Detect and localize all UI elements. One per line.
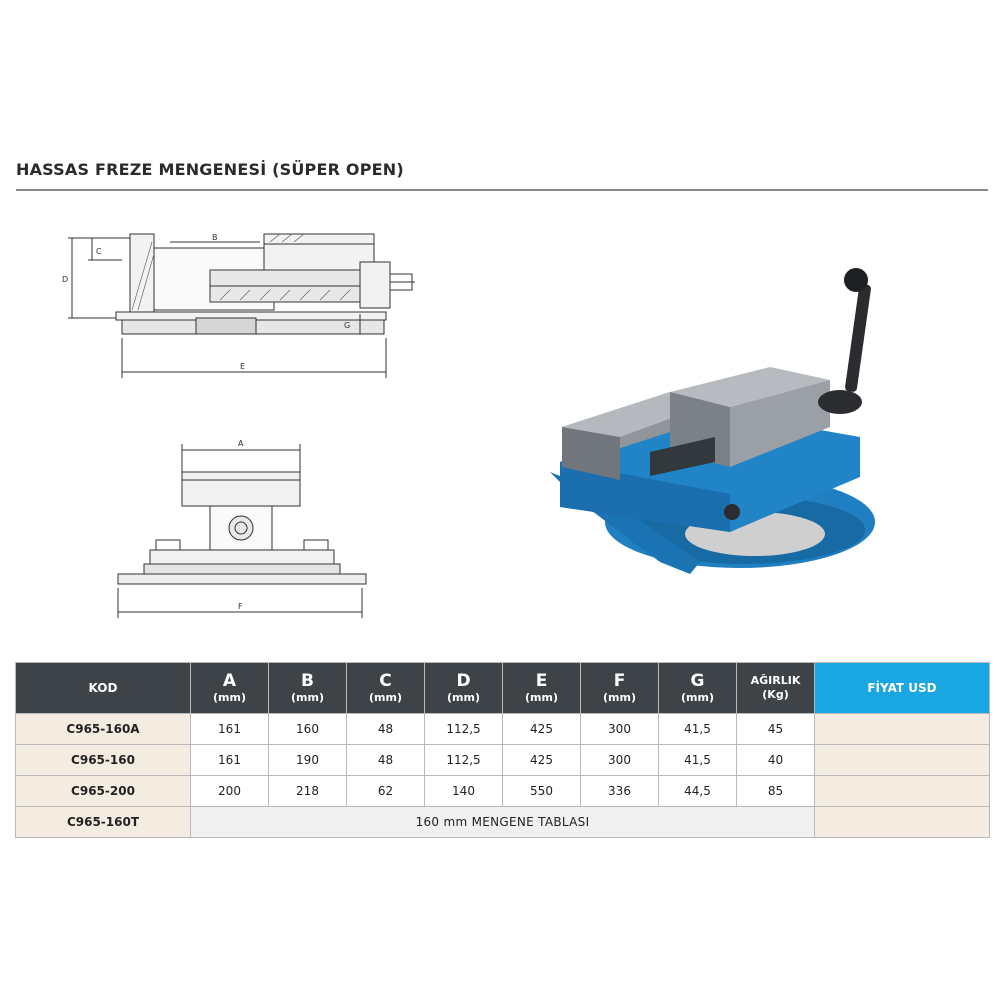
cell-d: 112,5 [424,713,503,745]
row-code: C965-160T [15,806,191,838]
row-code: C965-200 [15,775,191,807]
cell-e: 425 [502,713,581,745]
header-c-label: C [379,670,392,691]
cell-weight: 85 [736,775,815,807]
page-title: HASSAS FREZE MENGENESİ (SÜPER OPEN) [16,160,404,179]
dim-label-c: C [96,247,102,256]
table-header-row: KOD A (mm) B (mm) C (mm) D (mm) E (mm) [15,662,990,714]
cell-a: 161 [190,744,269,776]
dim-label-g: G [344,321,350,330]
cell-c: 48 [346,744,425,776]
cell-price [814,744,990,776]
dim-label-b: B [212,233,218,242]
header-g-unit: (mm) [681,690,714,704]
header-d-label: D [456,670,471,691]
table-row: C965-200 200 218 62 140 550 336 44,5 85 [15,775,990,807]
header-b-label: B [301,670,314,691]
dim-label-d: D [62,275,68,284]
cell-b: 218 [268,775,347,807]
header-a: A (mm) [190,662,269,714]
header-f-label: F [613,670,626,691]
title-divider [16,189,988,191]
header-price: FİYAT USD [814,662,990,714]
table-row: C965-160 161 190 48 112,5 425 300 41,5 4… [15,744,990,776]
cell-g: 41,5 [658,744,737,776]
header-e-label: E [535,670,548,691]
header-g-label: G [690,670,705,691]
header-c: C (mm) [346,662,425,714]
cell-c: 62 [346,775,425,807]
header-b-unit: (mm) [291,690,324,704]
cell-g: 44,5 [658,775,737,807]
header-g: G (mm) [658,662,737,714]
cell-g: 41,5 [658,713,737,745]
cell-f: 300 [580,713,659,745]
front-view-drawing: A F [117,439,367,618]
spec-table: KOD A (mm) B (mm) C (mm) D (mm) E (mm) [15,662,990,838]
header-f: F (mm) [580,662,659,714]
cell-f: 300 [580,744,659,776]
header-e-unit: (mm) [525,690,558,704]
header-weight: AĞIRLIK (Kg) [736,662,815,714]
header-weight-unit: (Kg) [762,688,789,701]
cell-weight: 40 [736,744,815,776]
cell-f: 336 [580,775,659,807]
cell-b: 190 [268,744,347,776]
header-weight-label: AĞIRLIK [750,674,801,687]
cell-price [814,775,990,807]
header-kod: KOD [15,662,191,714]
header-e: E (mm) [502,662,581,714]
table-row: C965-160A 161 160 48 112,5 425 300 41,5 … [15,713,990,745]
vise-product-image [550,268,875,574]
dim-label-f: F [238,602,243,611]
header-d: D (mm) [424,662,503,714]
table-row: C965-160T 160 mm MENGENE TABLASI [15,806,990,838]
header-a-unit: (mm) [213,690,246,704]
cell-d: 112,5 [424,744,503,776]
header-b: B (mm) [268,662,347,714]
cell-e: 425 [502,744,581,776]
row-code: C965-160 [15,744,191,776]
dim-label-e: E [240,362,245,371]
cell-d: 140 [424,775,503,807]
cell-price [814,713,990,745]
cell-price [814,806,990,838]
cell-b: 160 [268,713,347,745]
header-d-unit: (mm) [447,690,480,704]
header-c-unit: (mm) [369,690,402,704]
cell-a: 161 [190,713,269,745]
header-a-label: A [222,670,237,691]
header-f-unit: (mm) [603,690,636,704]
cell-weight: 45 [736,713,815,745]
side-view-drawing: D C B G E [62,233,415,378]
row-code: C965-160A [15,713,191,745]
dim-label-a: A [238,439,244,448]
row-description: 160 mm MENGENE TABLASI [190,806,815,838]
cell-c: 48 [346,713,425,745]
cell-a: 200 [190,775,269,807]
cell-e: 550 [502,775,581,807]
